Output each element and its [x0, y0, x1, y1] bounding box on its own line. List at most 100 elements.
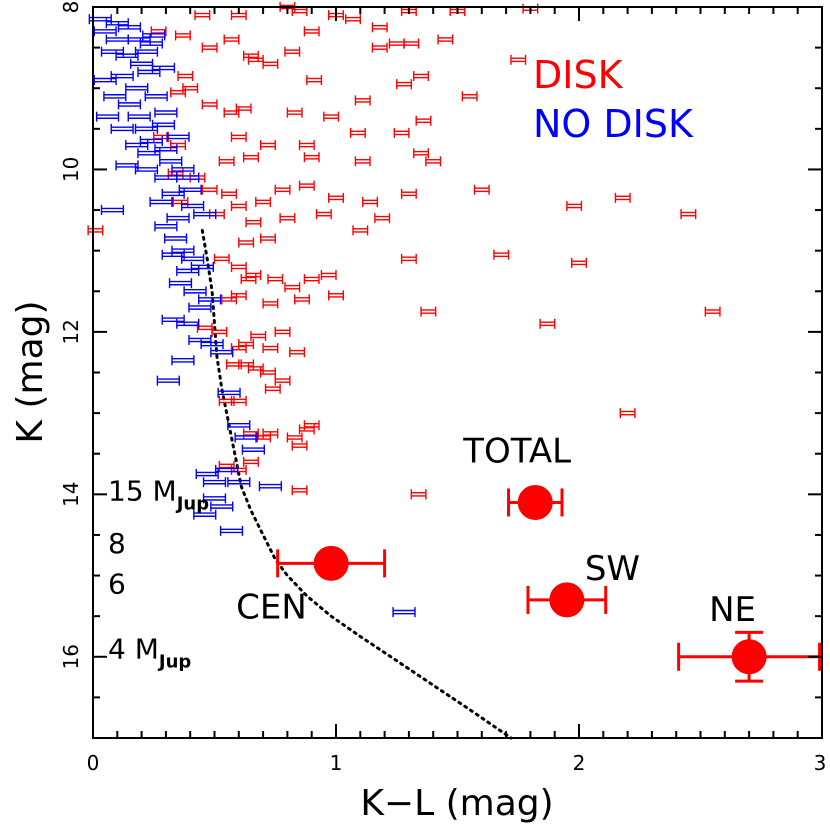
y-tick-label: 10 — [59, 157, 83, 182]
data-point — [425, 156, 442, 167]
data-point — [323, 111, 340, 122]
data-point — [510, 54, 527, 65]
data-point — [127, 34, 151, 45]
data-point — [171, 355, 195, 366]
data-point — [345, 14, 361, 25]
x-tick-label: 3 — [814, 751, 827, 775]
data-point — [274, 184, 291, 195]
data-point — [293, 294, 310, 305]
mass-label: 15 MJup — [108, 474, 209, 514]
data-point — [202, 493, 227, 504]
data-point — [255, 196, 272, 207]
point-marker — [517, 484, 553, 520]
data-point — [241, 444, 266, 455]
data-point — [218, 156, 235, 167]
data-point — [221, 294, 238, 305]
data-point — [352, 225, 369, 236]
data-point — [221, 188, 238, 199]
data-point — [166, 131, 190, 142]
highlight-point-sw — [526, 582, 608, 618]
mass-label-subscript: Jup — [157, 652, 192, 673]
data-point — [190, 261, 214, 272]
data-point — [202, 477, 227, 488]
data-point — [217, 387, 241, 398]
data-point — [259, 140, 276, 151]
data-point — [230, 200, 247, 211]
data-point — [125, 140, 149, 151]
data-point — [259, 367, 276, 378]
data-point — [303, 26, 320, 37]
data-point — [392, 607, 416, 618]
data-point — [200, 339, 224, 350]
data-point — [262, 298, 279, 309]
data-point — [291, 485, 308, 496]
data-point — [235, 103, 252, 114]
point-label-cen: CEN — [236, 587, 307, 627]
data-point — [306, 75, 323, 86]
data-point — [242, 50, 259, 61]
data-point — [139, 136, 163, 147]
data-point — [161, 249, 185, 260]
data-point — [289, 347, 306, 358]
data-point — [284, 46, 301, 57]
point-marker — [313, 545, 349, 581]
data-point — [245, 270, 262, 281]
data-point — [144, 91, 168, 102]
data-point — [420, 306, 437, 317]
data-point — [274, 326, 291, 337]
data-point — [188, 335, 212, 346]
data-point — [176, 318, 200, 329]
data-point — [115, 50, 139, 61]
data-point — [245, 217, 262, 228]
data-point — [349, 127, 366, 138]
data-point — [264, 383, 281, 394]
data-point — [250, 330, 267, 341]
data-point — [161, 314, 185, 325]
data-point — [87, 225, 104, 236]
data-point — [374, 213, 391, 224]
data-point — [493, 249, 510, 260]
data-point — [223, 34, 240, 45]
data-point — [159, 156, 183, 167]
data-point — [279, 213, 296, 224]
data-point — [298, 180, 315, 191]
x-tick-label: 1 — [330, 751, 343, 775]
data-point — [201, 42, 218, 53]
data-point — [238, 359, 255, 370]
data-point — [371, 22, 388, 33]
data-point — [172, 196, 189, 207]
data-point — [110, 71, 134, 82]
data-point — [437, 34, 454, 45]
x-tick-label: 0 — [87, 751, 100, 775]
data-point — [328, 290, 344, 301]
data-point — [129, 58, 154, 69]
data-point — [194, 10, 211, 21]
data-point — [193, 209, 217, 220]
data-point — [171, 164, 195, 175]
data-point — [227, 420, 251, 431]
data-point — [208, 209, 225, 220]
data-point — [166, 213, 190, 224]
data-point — [137, 148, 161, 159]
data-point — [211, 326, 228, 337]
data-point — [210, 501, 234, 512]
data-point — [195, 469, 219, 480]
data-point — [154, 107, 178, 118]
data-point — [259, 233, 276, 244]
data-point — [215, 464, 239, 475]
data-point — [150, 26, 167, 37]
tick-layer — [92, 6, 823, 739]
y-tick-label: 16 — [59, 644, 83, 669]
data-point — [400, 253, 417, 264]
data-point — [619, 408, 636, 419]
data-point — [198, 294, 222, 305]
data-point — [183, 286, 207, 297]
data-point — [234, 432, 258, 443]
data-point — [354, 95, 371, 106]
data-point — [274, 375, 291, 386]
data-point — [614, 192, 631, 203]
data-point — [163, 233, 188, 244]
mass-label-subscript: Jup — [175, 493, 210, 514]
point-marker — [731, 639, 767, 675]
